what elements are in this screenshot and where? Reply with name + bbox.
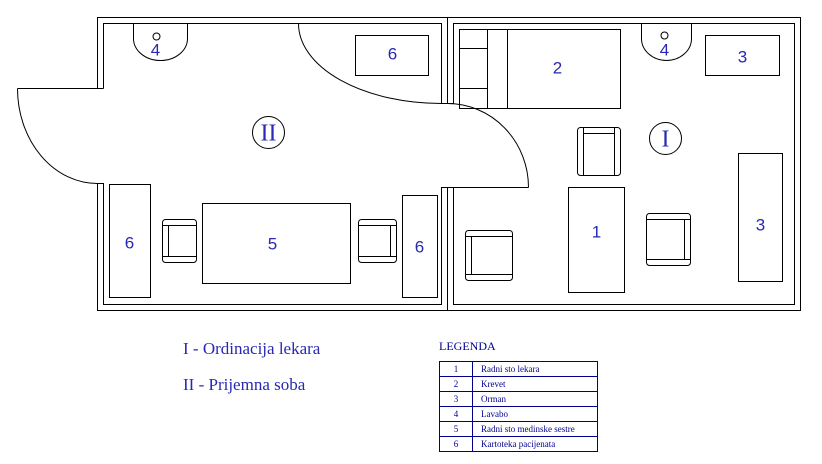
room-marker-circle — [252, 116, 285, 149]
sink-basin — [641, 23, 692, 61]
legend-label: Orman — [472, 391, 598, 407]
armchair-arms — [583, 127, 615, 176]
wardrobe — [705, 35, 780, 76]
sink-number: 4 — [660, 41, 669, 60]
file-cabinet-number: 6 — [388, 45, 397, 64]
sink-basin — [133, 23, 188, 61]
room-1-doctor-desk: 1 — [568, 187, 625, 293]
legend-row: 2 Krevet — [439, 376, 598, 392]
sink-drain — [152, 32, 161, 41]
legend-row: 3 Orman — [439, 391, 598, 407]
legend-number: 6 — [439, 436, 473, 452]
legend-number: 4 — [439, 406, 473, 422]
armchair-arms — [465, 236, 513, 275]
door-swing-arc — [17, 88, 98, 184]
sink-drain — [660, 31, 669, 40]
bed — [459, 29, 621, 109]
room-2-file-cabinet-right: 6 — [402, 195, 438, 298]
room-1-marker: I — [649, 122, 682, 155]
armchair — [358, 219, 397, 263]
doctor-desk-number: 1 — [592, 223, 601, 242]
bed-pillow — [459, 29, 508, 109]
doctor-desk — [568, 187, 625, 293]
file-cabinet-number: 6 — [415, 238, 424, 257]
armchair-arms — [646, 219, 691, 260]
legend-number: 1 — [439, 361, 473, 377]
room-1-sink: 4 — [641, 23, 692, 61]
sink-number: 4 — [151, 41, 160, 60]
legend-label: Krevet — [472, 376, 598, 392]
legend-row: 6 Kartoteka pacijenata — [439, 436, 598, 452]
door-swing-arc — [447, 103, 529, 188]
armchair — [465, 230, 513, 281]
door-swing-arc — [298, 23, 442, 104]
legend-table: 1 Radni sto lekara 2 Krevet 3 Orman 4 La… — [439, 361, 598, 452]
entrance-door — [17, 88, 104, 184]
legend-number: 5 — [439, 421, 473, 437]
room-1-wardrobe-top: 3 — [705, 35, 780, 76]
legend-title: LEGENDA — [439, 339, 496, 353]
armchair — [162, 219, 197, 263]
room-2-label: II — [261, 121, 277, 147]
wardrobe-number: 3 — [738, 48, 747, 67]
legend-number: 2 — [439, 376, 473, 392]
room-2-sink: 4 — [133, 23, 188, 61]
room-2-file-cabinet-left: 6 — [109, 184, 151, 298]
armchair-arms — [162, 225, 197, 257]
room-1-armchair-right — [646, 213, 691, 266]
room-2-marker: II — [252, 116, 285, 149]
connecting-door — [447, 103, 529, 188]
file-cabinet — [402, 195, 438, 298]
nurse-desk-number: 5 — [268, 235, 277, 254]
file-cabinet — [355, 35, 429, 76]
room-2-nurse-desk: 5 — [202, 203, 351, 284]
armchair-arms — [358, 225, 397, 257]
legend-label: Kartoteka pacijenata — [472, 436, 598, 452]
room-1-armchair-top — [577, 127, 621, 176]
room-1-bed: 2 — [459, 29, 621, 109]
legend-row: 4 Lavabo — [439, 406, 598, 422]
legend-row: 5 Radni sto medinske sestre — [439, 421, 598, 437]
legend-label: Radni sto medinske sestre — [472, 421, 598, 437]
nurse-desk — [202, 203, 351, 284]
legend-number: 3 — [439, 391, 473, 407]
floor-plan-drawing: 4 6 II 6 5 — [17, 17, 801, 311]
armchair — [646, 213, 691, 266]
room-key-item-2: II - Prijemna soba — [183, 375, 306, 394]
room-key-item-1: I - Ordinacija lekara — [183, 339, 321, 358]
legend-row: 1 Radni sto lekara — [439, 361, 598, 377]
wardrobe-number: 3 — [756, 216, 765, 235]
room-marker-circle — [649, 122, 682, 155]
room-2-armchair-left — [162, 219, 197, 263]
armchair — [577, 127, 621, 176]
wardrobe — [738, 153, 783, 282]
room-2-file-cabinet-top: 6 — [355, 35, 429, 76]
file-cabinet-number: 6 — [125, 234, 134, 253]
legend-label: Radni sto lekara — [472, 361, 598, 377]
legend-label: Lavabo — [472, 406, 598, 422]
bed-number: 2 — [553, 59, 562, 78]
room-1-armchair-left — [465, 230, 513, 281]
room-1-label: I — [662, 127, 670, 153]
room-1-wardrobe-right: 3 — [738, 153, 783, 282]
file-cabinet — [109, 184, 151, 298]
room-2-armchair-right — [358, 219, 397, 263]
